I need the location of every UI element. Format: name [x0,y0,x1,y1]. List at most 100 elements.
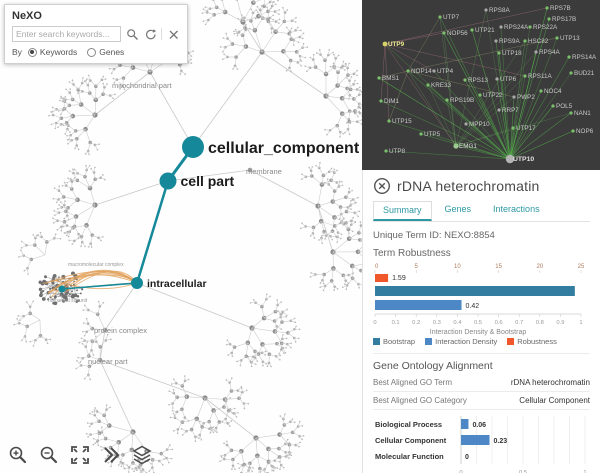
gene-dot-RPS22A[interactable] [528,25,532,29]
tree-node-intracellular[interactable] [131,277,143,289]
gene-node-BMS1[interactable]: BMS1 [382,75,400,82]
gene-dot-UTP7[interactable] [438,15,442,19]
gene-node-NAN1[interactable]: NAN1 [574,110,591,117]
tab-summary[interactable]: Summary [373,201,432,221]
gene-dot-RPS11A[interactable] [523,74,527,78]
gene-node-UTP10[interactable]: UTP10 [513,156,534,163]
gene-dot-NAN1[interactable] [569,111,573,115]
gene-node-BUD21[interactable]: BUD21 [574,70,595,77]
gene-dot-NOC4[interactable] [539,89,543,93]
gene-dot-RPS13[interactable] [463,78,467,82]
gene-dot-UTP22[interactable] [478,93,482,97]
gene-dot-RPS24A[interactable] [499,25,503,29]
gene-node-RPS24A[interactable]: RPS24A [504,24,529,31]
radio-keywords[interactable]: Keywords [27,47,77,57]
gene-node-RPS7B[interactable]: RPS7B [550,5,571,12]
gene-node-RPS19B[interactable]: RPS19B [450,97,474,104]
gene-dot-RPS7B[interactable] [545,6,549,10]
gene-node-DIM1[interactable]: DIM1 [384,98,400,105]
gene-node-UTP4[interactable]: UTP4 [437,68,454,75]
gene-node-RPS9A[interactable]: RPS9A [499,38,520,45]
gene-node-UTP7[interactable]: UTP7 [443,14,460,21]
zoom-out-button[interactable] [38,444,60,466]
gene-node-UTP13[interactable]: UTP13 [560,35,580,42]
gene-dot-UTP9[interactable] [382,41,388,47]
gene-node-NOP6[interactable]: NOP6 [576,128,594,135]
gene-node-UTP8[interactable]: UTP8 [389,148,406,155]
gene-dot-NOP56[interactable] [442,31,446,35]
radio-genes[interactable]: Genes [87,47,124,57]
gene-dot-UTP10[interactable] [505,154,515,164]
gene-dot-EMG1[interactable] [453,143,459,149]
gene-node-POL5[interactable]: POL5 [556,103,573,110]
gene-node-UTP6[interactable]: UTP6 [500,76,517,83]
gene-node-UTP5[interactable]: UTP5 [424,131,441,138]
gene-dot-UTP15[interactable] [387,119,391,123]
gene-node-EMG1[interactable]: EMG1 [459,143,477,150]
gene-node-MPP10[interactable]: MPP10 [469,121,490,128]
tree-node-cellular_component[interactable] [182,136,204,158]
gene-dot-KRE33[interactable] [426,83,430,87]
gene-dot-RPS19B[interactable] [445,98,449,102]
gene-dot-UTP4[interactable] [432,69,436,73]
gene-node-UTP18[interactable]: UTP18 [502,50,522,57]
gene-node-RRP7[interactable]: RRP7 [502,107,519,114]
tab-genes[interactable]: Genes [444,204,472,214]
refresh-icon[interactable] [143,27,157,41]
gene-dot-NOP14[interactable] [406,69,410,73]
double-chevron-icon[interactable] [100,444,122,466]
gene-node-UTP17[interactable]: UTP17 [516,125,536,132]
fit-view-button[interactable] [69,444,91,466]
gene-node-RPS11A[interactable]: RPS11A [528,73,552,80]
gene-dot-UTP13[interactable] [555,36,559,40]
gene-dot-PWP2[interactable] [512,95,516,99]
gene-dot-RPS14A[interactable] [567,55,571,59]
search-input[interactable] [12,26,121,42]
gene-dot-UTP17[interactable] [511,126,515,130]
gene-dot-UTP6[interactable] [495,77,499,81]
gene-node-UTP21[interactable]: UTP21 [475,27,495,34]
gene-node-NOP56[interactable]: NOP56 [447,30,468,37]
gene-node-NOP14[interactable]: NOP14 [411,68,432,75]
gene-dot-DIM1[interactable] [379,99,383,103]
gene-node-RPS22A[interactable]: RPS22A [533,24,558,31]
gene-node-RPS8A[interactable]: RPS8A [489,7,510,14]
gene-node-RPS14A[interactable]: RPS14A [572,54,597,61]
tree-node-cluster-hub[interactable] [58,285,66,293]
gene-node-RPS17B[interactable]: RPS17B [552,16,576,23]
clear-icon[interactable] [166,27,180,41]
gene-dot-RRP7[interactable] [497,108,501,112]
gene-dot-HSC82[interactable] [523,39,527,43]
gene-node-RPS13[interactable]: RPS13 [468,77,488,84]
gene-node-UTP22[interactable]: UTP22 [483,92,503,99]
gene-node-PWP2[interactable]: PWP2 [517,94,535,101]
gene-dot-RPS8A[interactable] [484,8,488,12]
gene-node-KRE33[interactable]: KRE33 [431,82,451,89]
gene-dot-BMS1[interactable] [377,76,381,80]
gene-dot-UTP18[interactable] [497,51,501,55]
gene-dot-RPS9A[interactable] [494,39,498,43]
gene-dot-POL5[interactable] [551,104,555,108]
layers-button[interactable] [131,444,153,466]
gene-node-UTP15[interactable]: UTP15 [392,118,412,125]
gene-dot-RPS4A[interactable] [534,50,538,54]
gene-node-NOC4[interactable]: NOC4 [544,88,562,95]
gene-node-RPS4A[interactable]: RPS4A [539,49,560,56]
tree-node-cell_part[interactable] [159,172,177,190]
gene-dot-NOP6[interactable] [571,129,575,133]
gene-dot-UTP21[interactable] [470,28,474,32]
gene-dot-UTP5[interactable] [419,132,423,136]
tab-interactions[interactable]: Interactions [493,204,540,214]
zoom-in-button[interactable] [7,444,29,466]
gene-dot-RPS17B[interactable] [547,17,551,21]
close-icon[interactable] [373,177,391,195]
gene-node-UTP9[interactable]: UTP9 [388,41,405,48]
gene-dot-BUD21[interactable] [569,71,573,75]
gene-node-HSC82[interactable]: HSC82 [528,38,549,45]
gene-dot-MPP10[interactable] [464,122,468,126]
search-icon[interactable] [125,27,139,41]
